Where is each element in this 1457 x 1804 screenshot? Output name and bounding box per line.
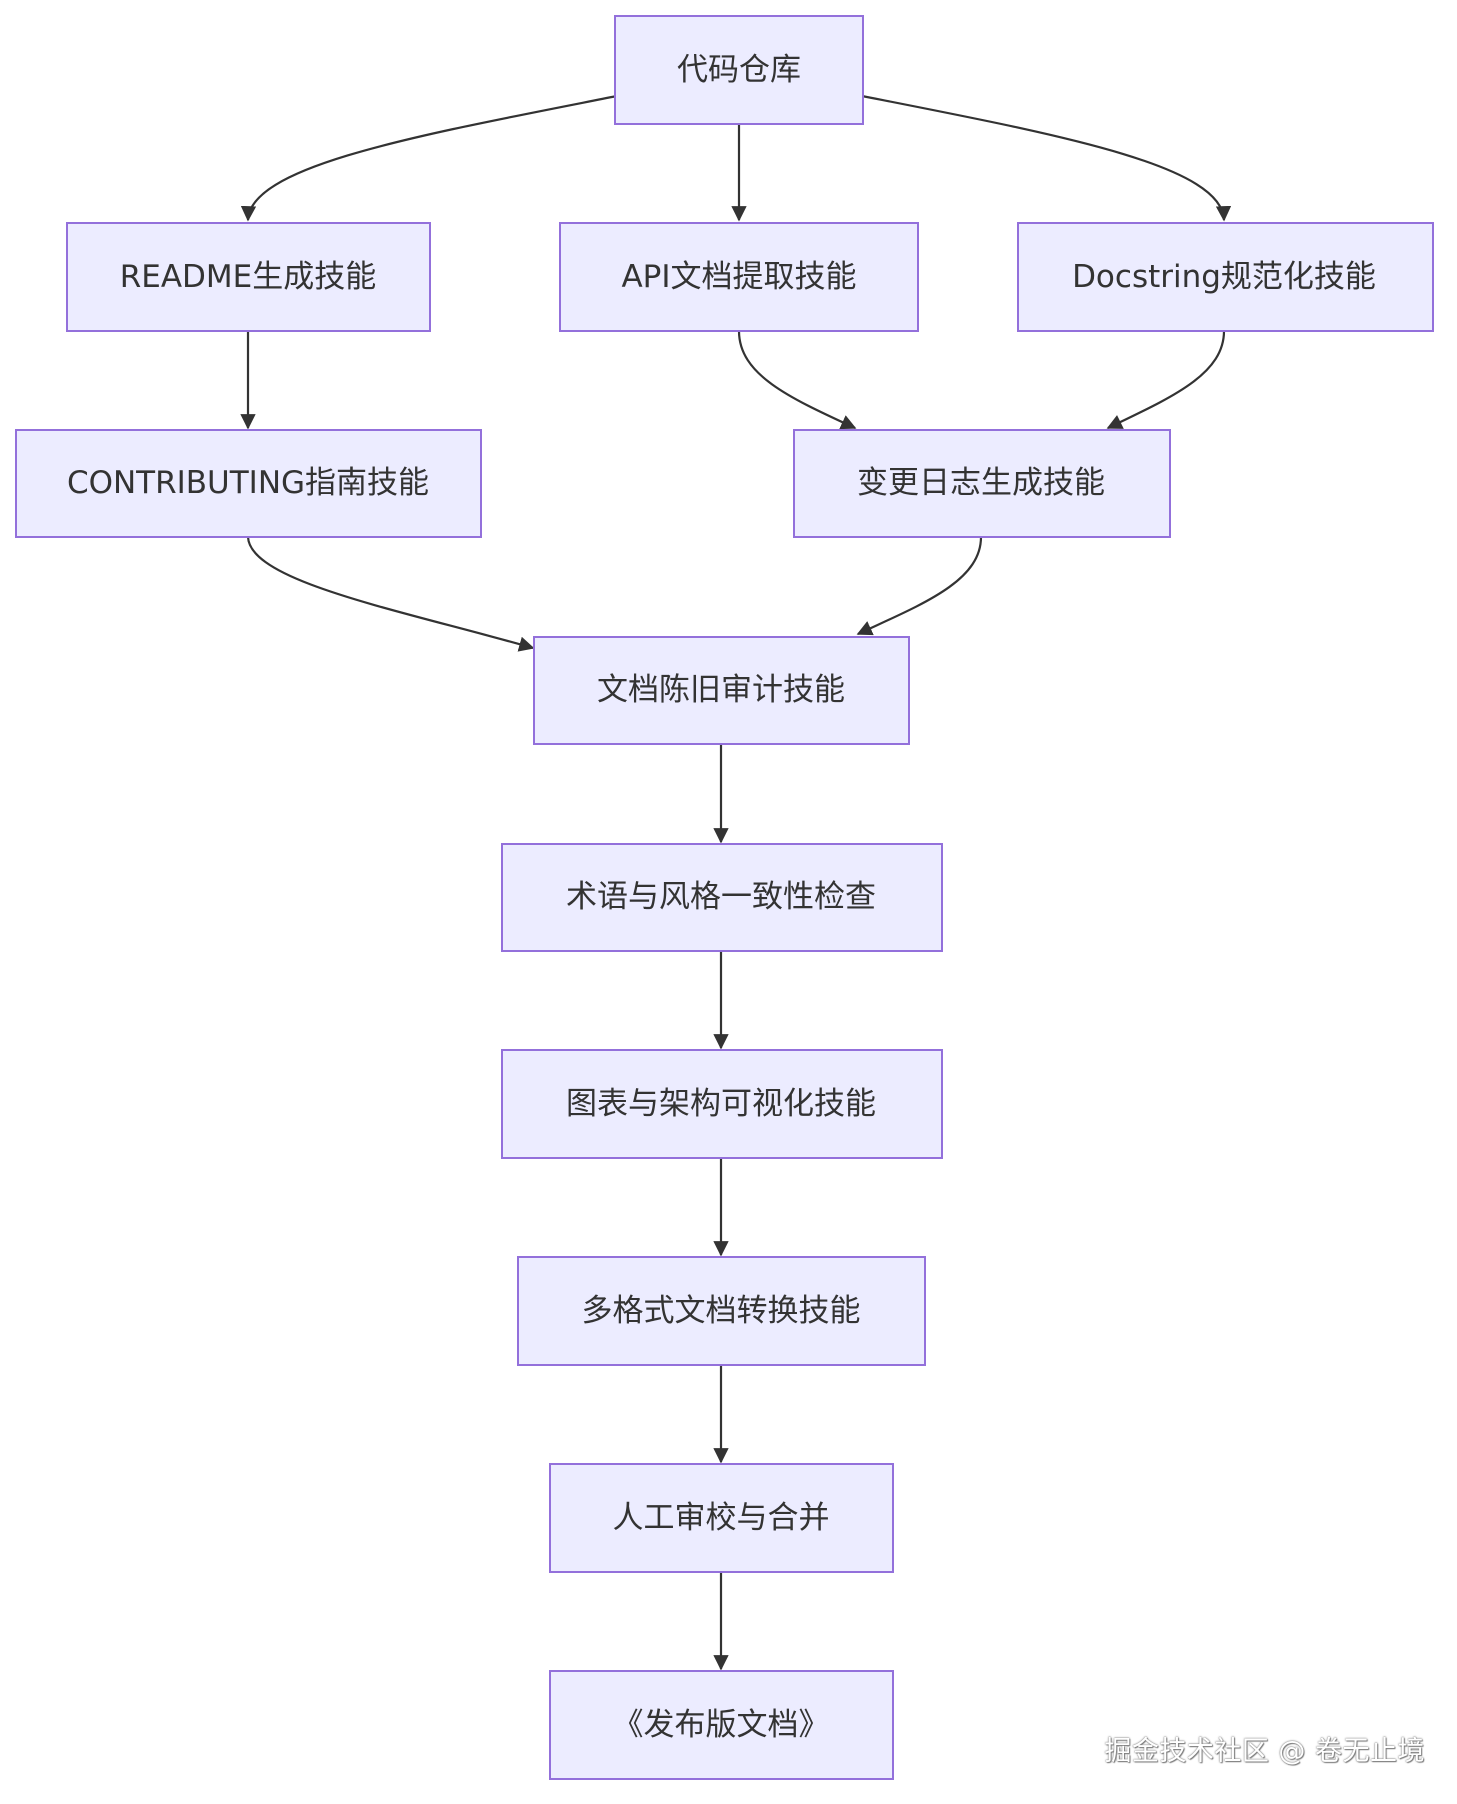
node-changelog-label: 变更日志生成技能: [857, 465, 1105, 501]
node-conversion: 多格式文档转换技能: [517, 1256, 926, 1366]
node-release-label: 《发布版文档》: [613, 1707, 830, 1743]
node-terminology-label: 术语与风格一致性检查: [566, 879, 876, 915]
node-visualization: 图表与架构可视化技能: [501, 1049, 943, 1159]
edge-docstring-changelog: [1106, 330, 1226, 429]
node-repo: 代码仓库: [614, 15, 864, 125]
edge-repo-docstring: [861, 94, 1232, 222]
edge-api-changelog: [737, 330, 857, 430]
node-repo-label: 代码仓库: [677, 52, 801, 88]
node-conversion-label: 多格式文档转换技能: [582, 1293, 861, 1329]
node-terminology: 术语与风格一致性检查: [501, 843, 943, 952]
watermark: 掘金技术社区 @ 卷无止境: [1104, 1736, 1425, 1767]
node-contributing: CONTRIBUTING指南技能: [15, 429, 482, 538]
node-review: 人工审校与合并: [549, 1463, 894, 1573]
node-audit: 文档陈旧审计技能: [533, 636, 910, 745]
edge-repo-readme: [240, 94, 618, 222]
node-release: 《发布版文档》: [549, 1670, 894, 1780]
node-audit-label: 文档陈旧审计技能: [597, 672, 845, 708]
node-visualization-label: 图表与架构可视化技能: [566, 1086, 876, 1122]
node-docstring: Docstring规范化技能: [1017, 222, 1434, 332]
node-review-label: 人工审校与合并: [613, 1500, 830, 1536]
node-readme: README生成技能: [66, 222, 431, 332]
node-docstring-label: Docstring规范化技能: [1072, 259, 1376, 295]
node-api: API文档提取技能: [559, 222, 919, 332]
node-api-label: API文档提取技能: [621, 259, 856, 295]
edge-contributing-audit: [246, 536, 535, 652]
edges: [240, 94, 1232, 1671]
node-changelog: 变更日志生成技能: [793, 429, 1171, 538]
node-readme-label: README生成技能: [120, 259, 377, 295]
node-contributing-label: CONTRIBUTING指南技能: [67, 465, 429, 501]
edge-changelog-audit: [856, 536, 983, 636]
